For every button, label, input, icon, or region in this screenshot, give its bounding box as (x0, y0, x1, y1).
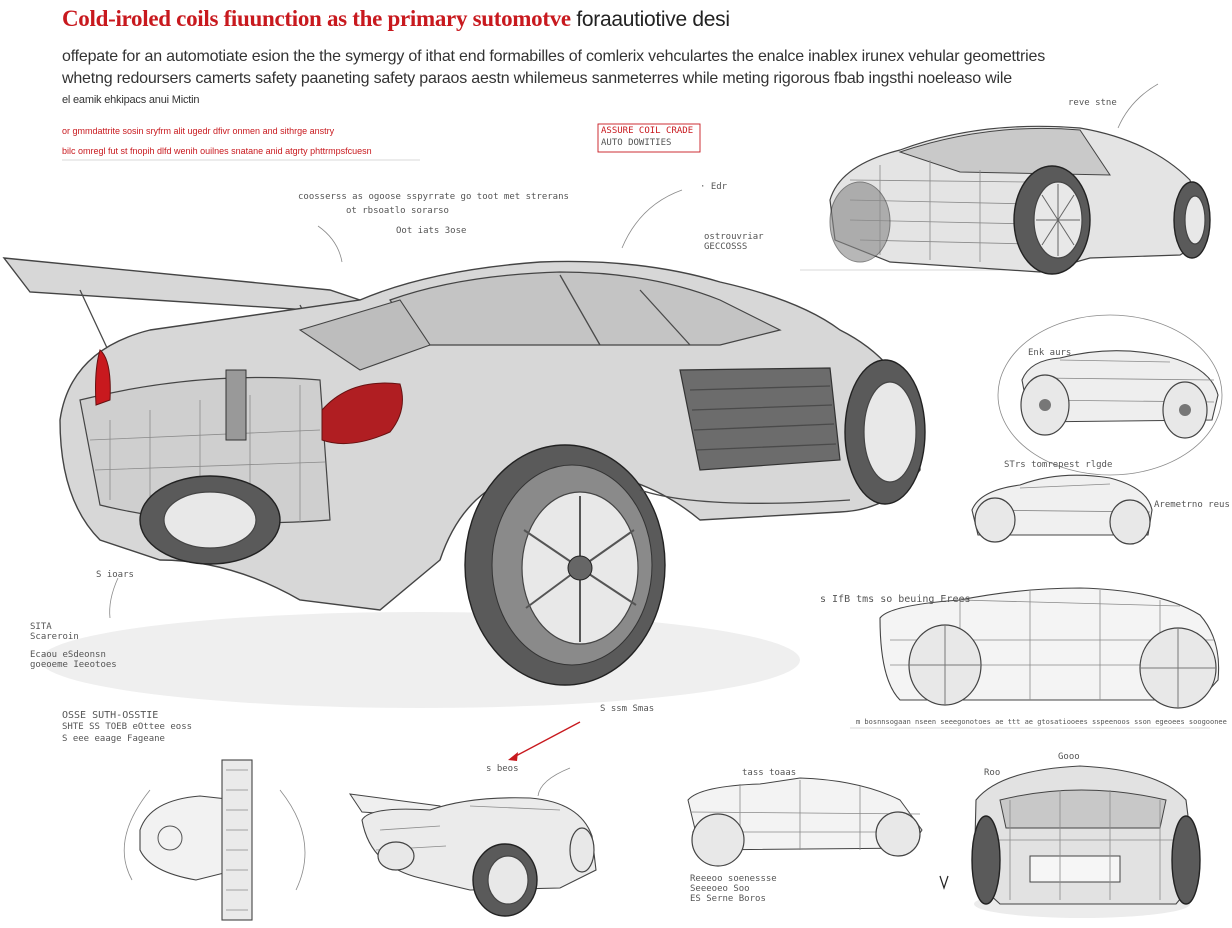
callout-bottom-7: Seeeoeo Soo (690, 884, 750, 894)
side-car-bottom-drawing (687, 777, 949, 890)
side-car-drawing-1 (997, 314, 1223, 476)
title-highlight: Cold-iroled coils fiuunction as the prim… (62, 6, 571, 31)
callout-bottom-2: s beos (486, 764, 519, 774)
callout-left-8: S ioars (96, 570, 134, 580)
boxed-callout-text-1: ASSURE COIL CRADE (601, 126, 694, 136)
tail-light (321, 382, 403, 445)
intro-line-2: whetng redoursers camerts safety paaneti… (62, 70, 1012, 87)
callout-right-of-box: · Edr (700, 182, 728, 192)
callout-top-right: reve stne (1068, 98, 1117, 108)
rear-car-small-drawing (348, 793, 597, 917)
callout-mid-right-3: Aremetrno reus (1154, 500, 1230, 510)
red-arrow-line (511, 721, 581, 759)
wheel-section-drawing (123, 759, 306, 921)
intro-line-1: offepate for an automotiate esion the th… (62, 48, 1046, 65)
rear-view-car-drawing (971, 765, 1201, 918)
boxed-callout-frame (597, 123, 701, 153)
callout-top-center: coosserss as ogoose sspyrrate go toot me… (298, 192, 569, 202)
callout-mid-right-2: STrs tomrepest rlgde (1004, 460, 1113, 470)
callout-under-box-2: GECCOSSS (704, 242, 748, 252)
red-arrow-head (508, 752, 518, 761)
side-car-drawing-2 (971, 474, 1153, 545)
callout-left-1: SITA (30, 622, 52, 632)
callout-left-5: OSSE SUTH-OSSTIE (62, 710, 159, 721)
callout-top-small: Oot iats 3ose (396, 226, 467, 236)
title-rest: foraautiotive desi (570, 8, 730, 31)
callout-left-3: Ecaou eSdeonsn (30, 650, 106, 660)
callout-under-box-1: ostrouvriar (704, 232, 764, 242)
callout-row-scale: m bosnnsogaan nseen seeegonotoes ae ttt … (856, 718, 1227, 726)
callout-mid-right-4: s IfB tms so beuing Erees (820, 594, 971, 605)
callout-bottom-8: ES Serne Boros (690, 894, 766, 904)
intro-line-3: el eamik ehkipacs anui Mictin (62, 94, 200, 106)
side-car-drawing-3 (879, 587, 1220, 709)
page-title: Cold-iroled coils fiuunction as the prim… (62, 6, 730, 32)
callout-bottom-5: Gooo (1058, 752, 1080, 762)
callout-left-4: goeoeme Ieeotoes (30, 660, 117, 670)
callout-left-6: SHTE SS TOEB eOttee eoss (62, 722, 193, 732)
callout-left-7: S eee eaage Fageane (62, 734, 165, 744)
boxed-callout-text-2: AUTO DOWITIES (601, 138, 672, 148)
callout-mid-right-1: Enk aurs (1028, 348, 1072, 358)
top-right-car-drawing (829, 125, 1211, 275)
callout-bottom-6: Reeeoo soenessse (690, 874, 777, 884)
callout-top-center-2: ot rbsoatlo sorarso (346, 206, 449, 216)
callout-left-2: Scareroin (30, 632, 79, 642)
red-note-1: or gmmdattrite sosin sryfrm alit ugedr d… (62, 126, 335, 136)
callout-bottom-4: Roo (984, 768, 1001, 778)
main-car-drawing (2, 257, 926, 708)
callout-bottom-3: tass toaas (742, 768, 797, 778)
callout-bottom-1: S ssm Smas (600, 704, 655, 714)
red-note-2: bilc omregl fut st fnopih dlfd wenih oui… (62, 146, 372, 156)
